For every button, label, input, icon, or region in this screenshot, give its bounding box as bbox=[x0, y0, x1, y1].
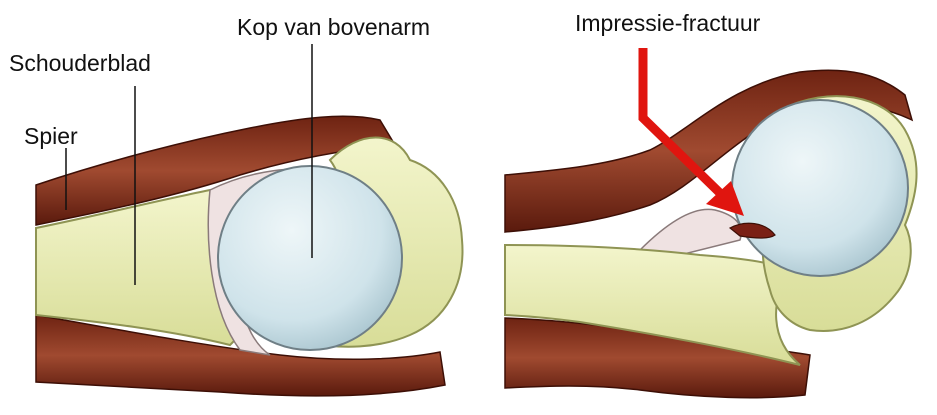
label-spier: Spier bbox=[24, 125, 78, 148]
label-kop-van-bovenarm: Kop van bovenarm bbox=[237, 16, 430, 39]
label-schouderblad: Schouderblad bbox=[9, 52, 151, 75]
left-panel-normal-shoulder bbox=[36, 44, 462, 396]
right-humeral-head bbox=[732, 100, 908, 276]
right-glenoid-cartilage bbox=[640, 209, 741, 255]
label-impressie-fractuur: Impressie-fractuur bbox=[575, 12, 760, 35]
right-panel-impression-fracture bbox=[505, 48, 917, 398]
left-humeral-head bbox=[218, 166, 402, 350]
